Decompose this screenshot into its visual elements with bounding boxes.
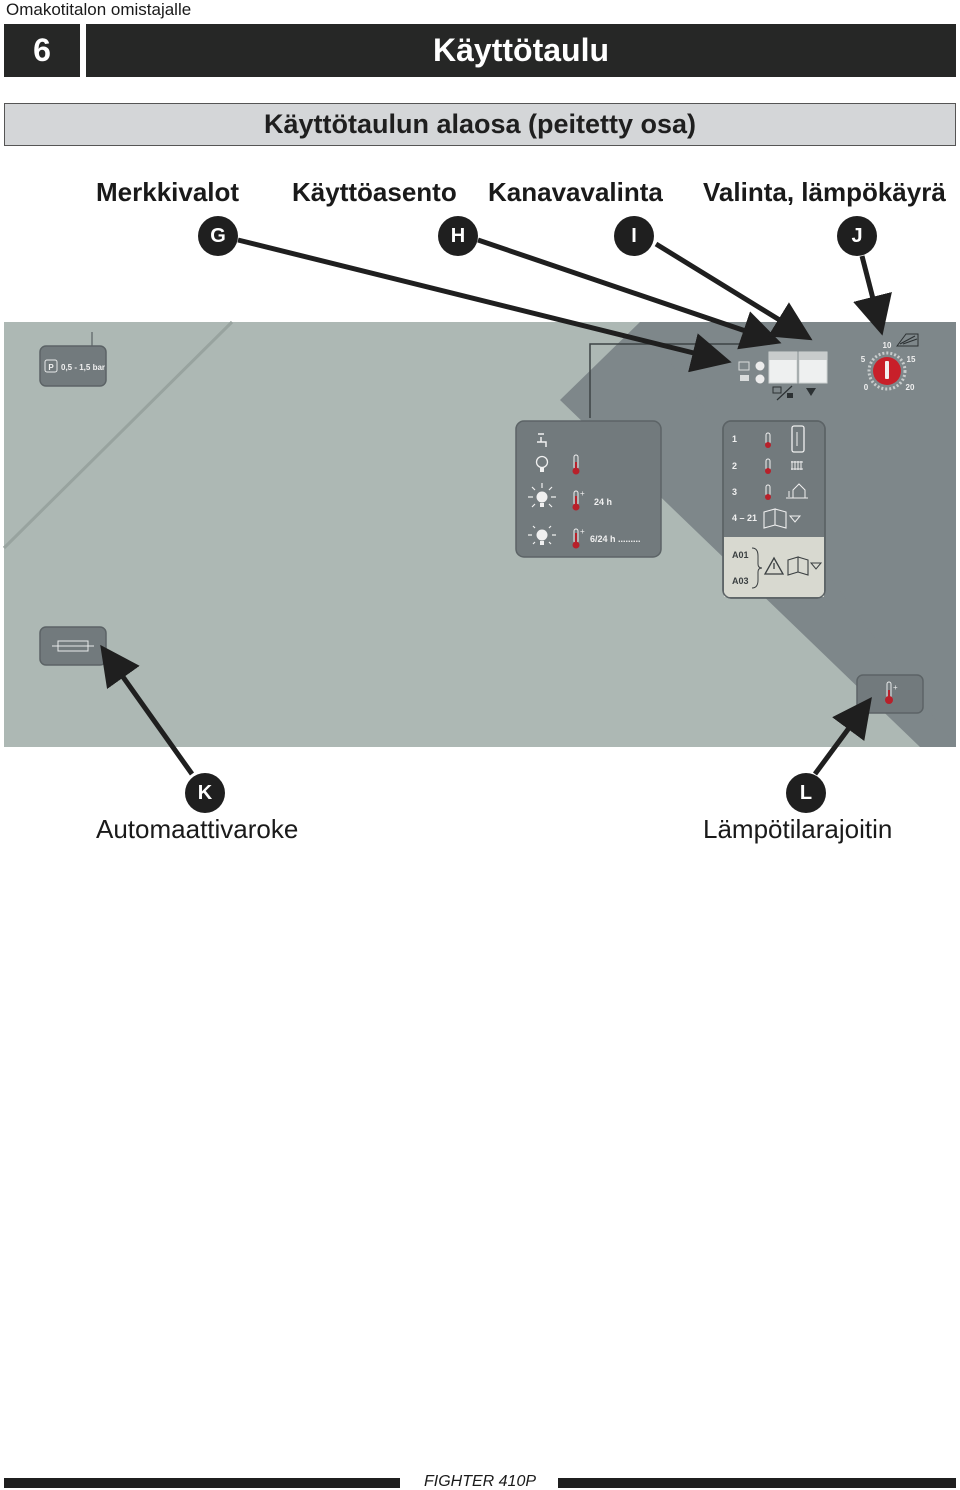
dial-tick-0: 0: [864, 383, 869, 392]
indicator-lamps: [738, 361, 765, 384]
automatic-fuse-box: [39, 626, 107, 666]
temperature-limiter-box: +: [856, 674, 924, 714]
callout-badge-l: L: [786, 773, 826, 813]
chapter-number: 6: [4, 24, 80, 77]
svg-text:+: +: [580, 527, 585, 536]
channel-row-2: 2: [732, 461, 737, 471]
channel-row-1: 1: [732, 434, 737, 444]
chapter-title: Käyttötaulu: [86, 24, 956, 77]
callout-badge-i: I: [614, 216, 654, 256]
manual-icon: [787, 556, 809, 576]
alarm-code-a03: A03: [732, 576, 749, 586]
callout-arrows: [100, 237, 892, 776]
mode-24h-label: 24 h: [594, 497, 612, 507]
footer-rule-left: [4, 1478, 400, 1488]
pressure-gauge-box: P 0,5 - 1,5 bar: [39, 345, 107, 387]
callout-label-k: Automaattivaroke: [96, 814, 299, 844]
section-title: Käyttötaulun alaosa (peitetty osa): [4, 103, 956, 146]
mode-6-24h-label: 6/24 h .........: [590, 534, 641, 544]
dial-tick-10: 10: [883, 341, 892, 350]
running-head: Omakotitalon omistajalle: [6, 0, 192, 19]
footer-rule-right: [558, 1478, 956, 1488]
dial-tick-5: 5: [861, 355, 866, 364]
dial-tick-15: 15: [907, 355, 916, 364]
callout-badge-j: J: [837, 216, 877, 256]
callout-label-l: Lämpötilarajoitin: [703, 814, 893, 844]
warning-icon: [763, 556, 785, 575]
callout-label-h: Käyttöasento: [292, 177, 457, 207]
callout-label-g: Merkkivalot: [96, 177, 240, 207]
callout-label-j: Valinta, lämpökäyrä: [703, 177, 946, 207]
channel-row-4-21: 4 – 21: [732, 513, 757, 523]
svg-text:+: +: [580, 489, 585, 498]
alarm-code-a01: A01: [732, 550, 749, 560]
pressure-range-label: 0,5 - 1,5 bar: [61, 363, 105, 372]
callout-label-i: Kanavavalinta: [488, 177, 663, 207]
callout-badge-k: K: [185, 773, 225, 813]
mode-switch: [768, 351, 798, 401]
dial-tick-20: 20: [906, 383, 915, 392]
channel-row-3: 3: [732, 487, 737, 497]
callout-badge-h: H: [438, 216, 478, 256]
operating-mode-legend: + 24 h + 6/24 h .........: [515, 420, 662, 558]
callout-badge-g: G: [198, 216, 238, 256]
chapter-header: 6 Käyttötaulu: [4, 24, 956, 77]
footer-model-name: FIGHTER 410P: [423, 1473, 537, 1490]
heat-curve-dial: 10 5 15 0 20: [861, 333, 919, 392]
svg-text:+: +: [893, 683, 898, 692]
channel-switch: [798, 351, 828, 396]
pressure-symbol: P: [48, 363, 54, 372]
channel-legend: 1 2 3 4 – 21 A01 A03: [722, 420, 826, 599]
